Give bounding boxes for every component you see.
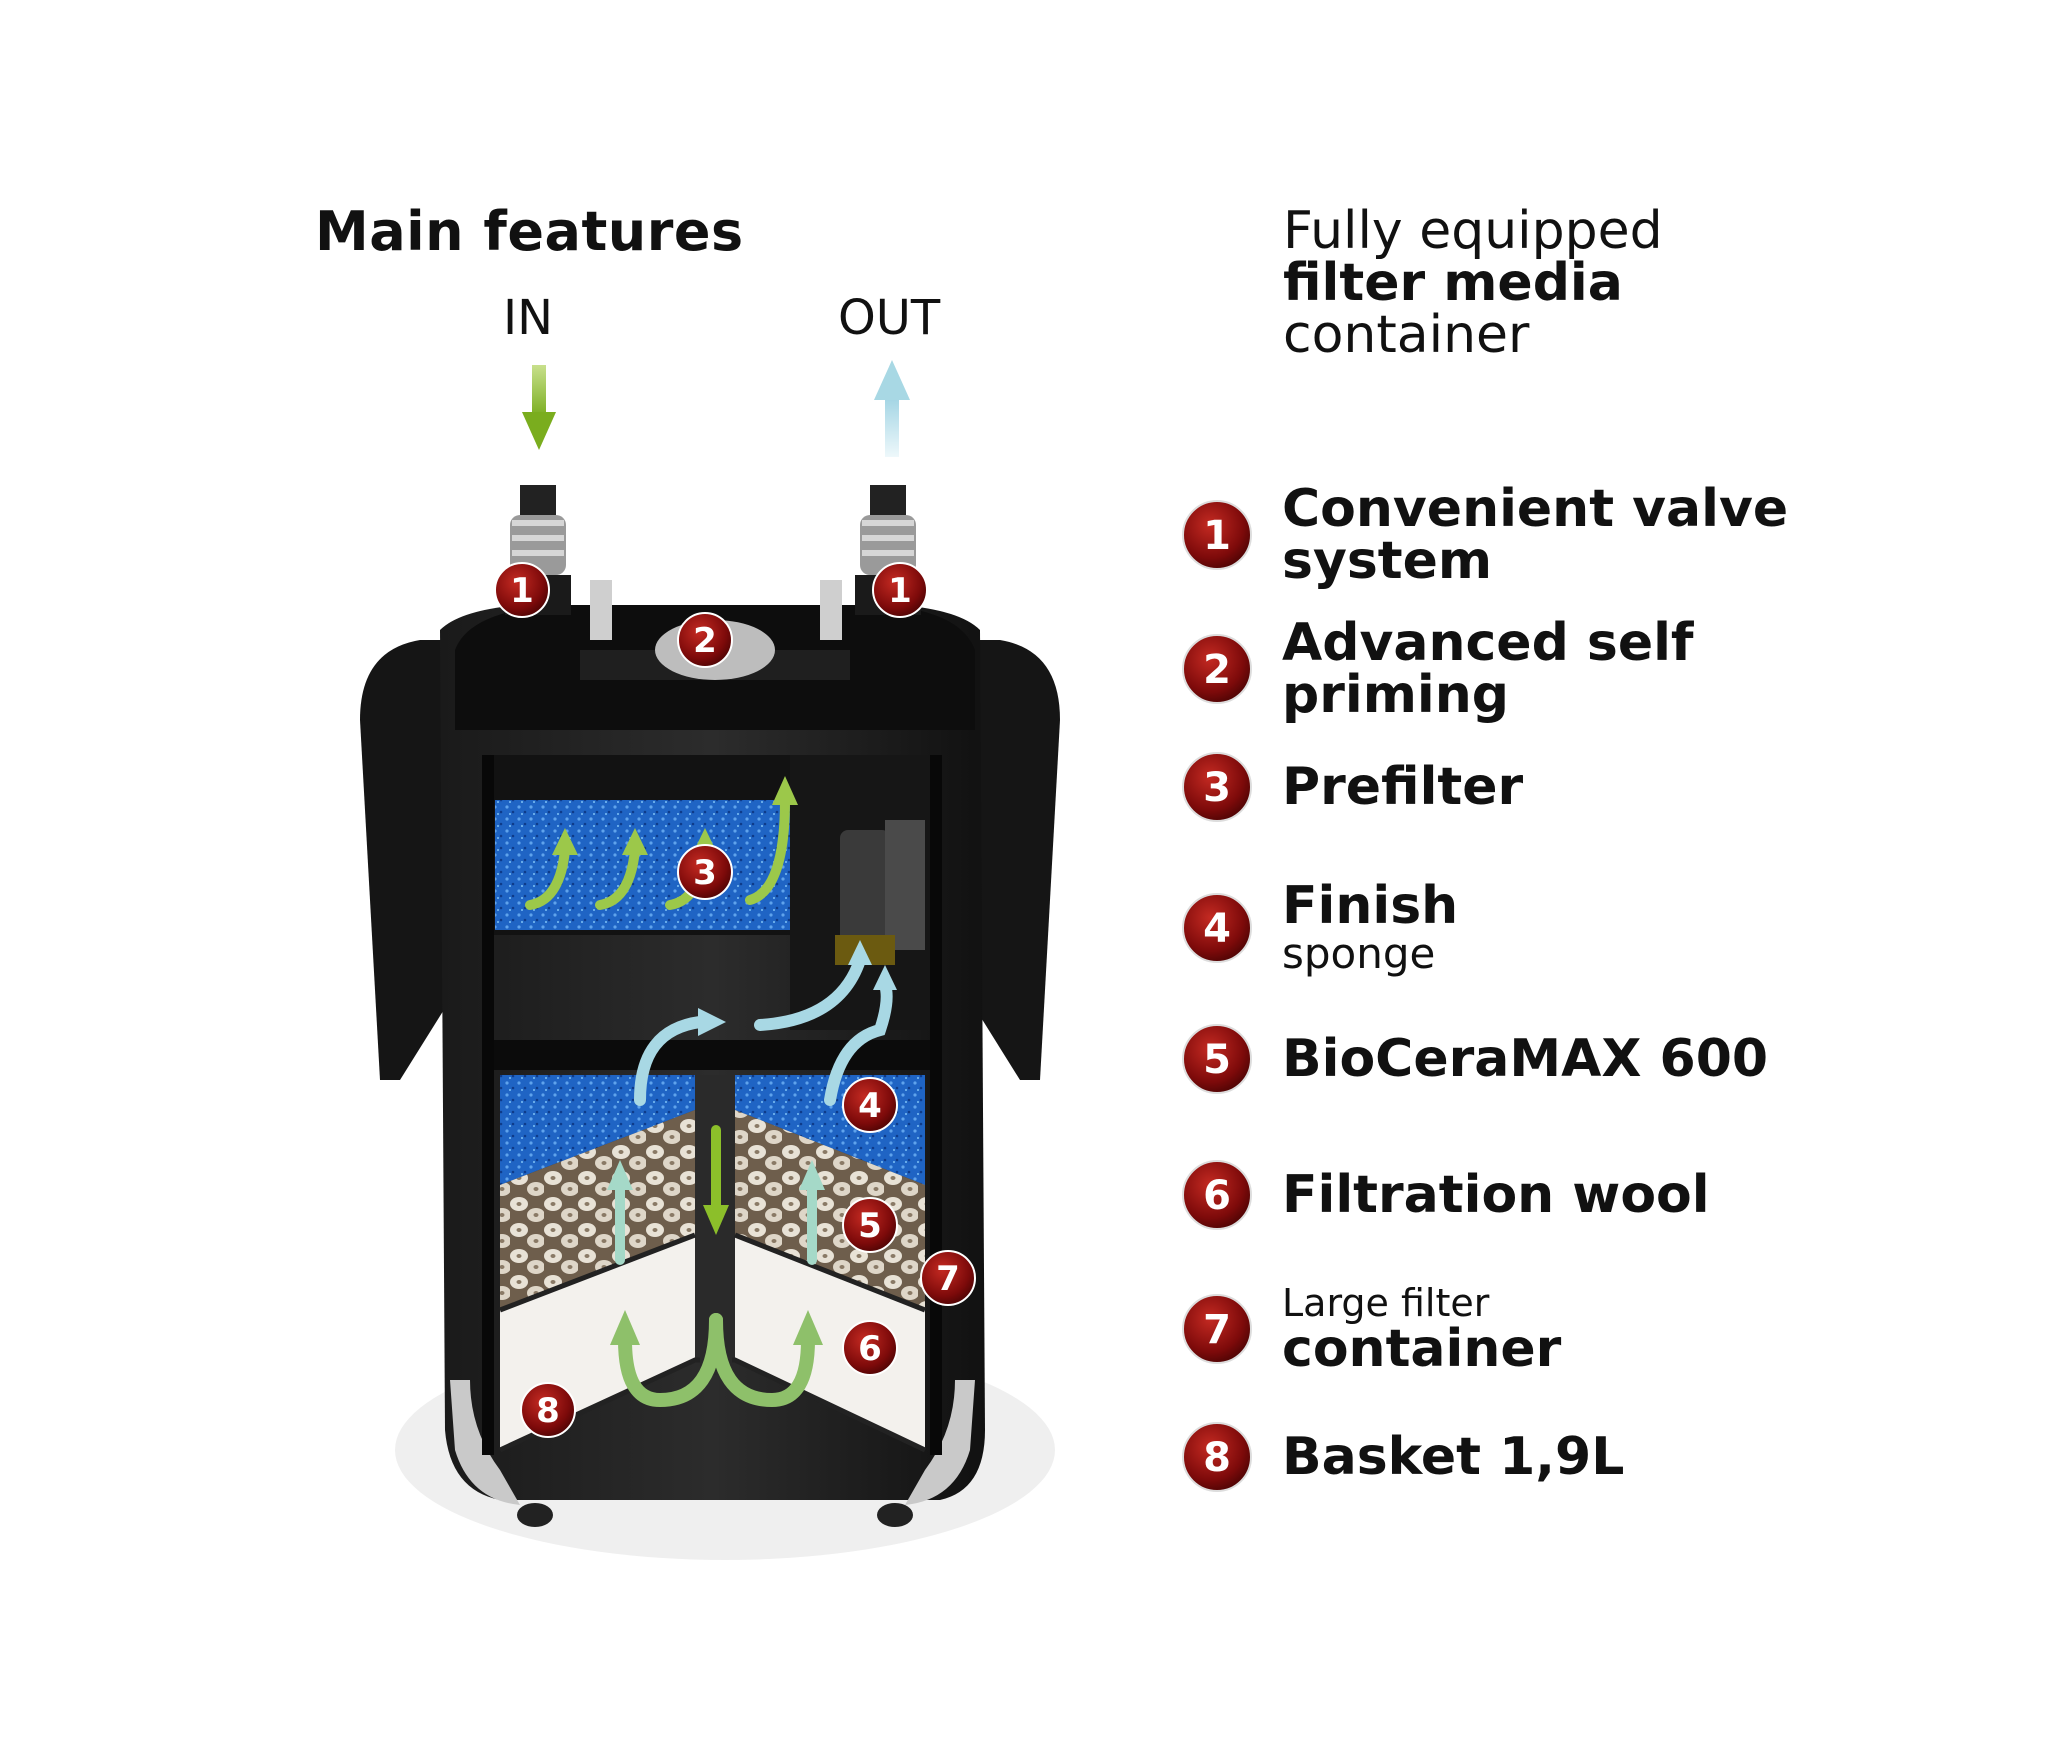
callout-text: 4	[858, 1086, 882, 1126]
legend-badge-number: 6	[1203, 1173, 1231, 1219]
legend-item-valve: 1 Convenient valve system	[1180, 483, 1788, 587]
callout-badge-5: 5	[842, 1197, 898, 1253]
callout-badge-6: 6	[842, 1320, 898, 1376]
legend-badge: 4	[1182, 893, 1252, 963]
legend-text: Large filter container	[1282, 1283, 1561, 1375]
callout-text: 2	[693, 621, 717, 661]
callout-badge-2: 2	[677, 612, 733, 668]
callout-badge-1-out: 1	[872, 562, 928, 618]
callout-badge-4: 4	[842, 1077, 898, 1133]
legend-badge-number: 5	[1203, 1037, 1231, 1083]
right-handle	[970, 640, 1060, 1080]
legend-text: Basket 1,9L	[1282, 1431, 1624, 1483]
ceramic-left	[500, 1110, 695, 1310]
left-handle	[360, 640, 450, 1080]
legend-line: Advanced self	[1282, 613, 1694, 673]
legend-line: container	[1282, 1319, 1562, 1379]
legend-line: sponge	[1282, 929, 1436, 978]
legend-text: BioCeraMAX 600	[1282, 1033, 1768, 1085]
legend-item-basket: 8 Basket 1,9L	[1180, 1420, 1624, 1494]
heading-line-3: container	[1283, 305, 1530, 365]
legend-text: Finish sponge	[1282, 880, 1458, 976]
legend-badge: 8	[1182, 1422, 1252, 1492]
foot-left	[517, 1503, 553, 1527]
legend-line: priming	[1282, 665, 1509, 725]
outflow-arrow	[874, 360, 910, 457]
callout-text: 6	[858, 1329, 882, 1369]
legend-item-prefilter: 3 Prefilter	[1180, 750, 1523, 824]
legend-badge: 2	[1182, 634, 1252, 704]
legend-badge: 6	[1182, 1160, 1252, 1230]
silver-base	[450, 1380, 520, 1505]
legend-badge: 1	[1182, 500, 1252, 570]
legend-line: system	[1282, 531, 1493, 591]
legend-badge-number: 4	[1203, 906, 1231, 952]
legend-badge-number: 3	[1203, 765, 1231, 811]
legend-text: Advanced self priming	[1282, 617, 1694, 721]
legend-line: Large filter	[1282, 1281, 1490, 1325]
callout-text: 5	[858, 1206, 882, 1246]
legend-badge-number: 8	[1203, 1435, 1231, 1481]
legend-line: Filtration wool	[1282, 1165, 1710, 1225]
wool-right	[735, 1235, 925, 1450]
legend-text: Filtration wool	[1282, 1169, 1710, 1221]
callout-badges: 1 1 2 3 4 5 6 7 8	[494, 562, 976, 1438]
callout-text: 3	[693, 853, 717, 893]
callout-text: 1	[510, 571, 534, 611]
legend-text: Prefilter	[1282, 761, 1523, 813]
legend-text: Convenient valve system	[1282, 483, 1788, 587]
legend-badge-number: 1	[1203, 513, 1231, 559]
foot-right	[877, 1503, 913, 1527]
legend-badge-number: 2	[1203, 647, 1231, 693]
heading-line-1: Fully equipped	[1283, 201, 1663, 261]
main-title: Main features	[315, 200, 744, 263]
inflow-arrow	[522, 365, 556, 450]
legend-badge: 7	[1182, 1294, 1252, 1364]
callout-badge-8: 8	[520, 1382, 576, 1438]
ceramic-right	[735, 1110, 925, 1310]
finish-sponge-left	[500, 1075, 695, 1185]
legend-badge-number: 7	[1203, 1307, 1231, 1353]
legend-line: BioCeraMAX 600	[1282, 1029, 1769, 1089]
legend-item-finish-sponge: 4 Finish sponge	[1180, 880, 1458, 976]
legend-line: Basket 1,9L	[1282, 1427, 1625, 1487]
legend-item-wool: 6 Filtration wool	[1180, 1158, 1710, 1232]
callout-badge-1-in: 1	[494, 562, 550, 618]
right-heading: Fully equipped filter media container	[1283, 205, 1663, 361]
out-label: OUT	[838, 290, 941, 346]
legend-line: Convenient valve	[1282, 479, 1789, 539]
in-label: IN	[503, 290, 554, 346]
legend-badge: 5	[1182, 1024, 1252, 1094]
middle-flow-arrows	[634, 954, 893, 1106]
callout-text: 1	[888, 571, 912, 611]
heading-line-2: filter media	[1283, 253, 1623, 313]
callout-badge-7: 7	[920, 1250, 976, 1306]
legend-item-priming: 2 Advanced self priming	[1180, 617, 1694, 721]
legend-item-container: 7 Large filter container	[1180, 1283, 1561, 1375]
legend-item-bioceramax: 5 BioCeraMAX 600	[1180, 1022, 1768, 1096]
media-flow-arrows	[615, 1125, 817, 1265]
callout-text: 7	[936, 1259, 960, 1299]
legend-line: Prefilter	[1282, 757, 1524, 817]
middle-shelf	[490, 1040, 935, 1070]
bottom-flow-arrows	[618, 1313, 815, 1408]
callout-badge-3: 3	[677, 844, 733, 900]
legend-badge: 3	[1182, 752, 1252, 822]
legend-line: Finish	[1282, 876, 1459, 936]
callout-text: 8	[536, 1391, 560, 1431]
prefilter-sponge	[495, 800, 790, 930]
